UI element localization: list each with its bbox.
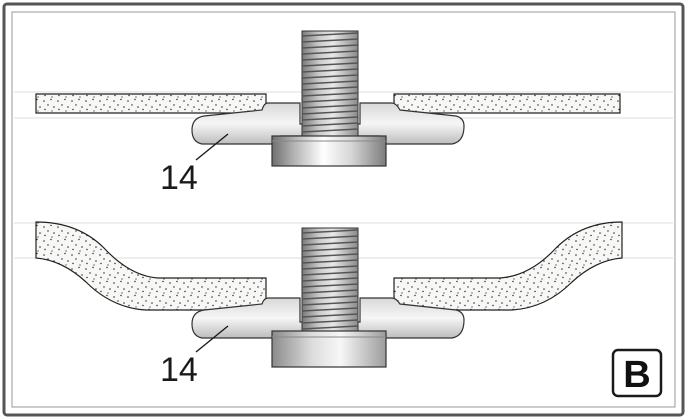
lower-panel-right — [393, 221, 623, 311]
lower-callout-14: 14 — [160, 351, 198, 389]
lower-clip-washer — [191, 297, 465, 339]
figure-badge: B — [611, 348, 663, 398]
upper-bolt-threads — [301, 32, 359, 133]
upper-leader-line — [195, 133, 229, 161]
upper-panel-right — [393, 93, 621, 114]
lower-bolt-head — [271, 330, 387, 368]
upper-callout-14: 14 — [160, 159, 198, 197]
figure-badge-letter: B — [623, 354, 650, 396]
figure-inner-frame — [11, 11, 676, 408]
upper-panel-left — [35, 93, 267, 114]
lower-panel-left — [35, 221, 267, 311]
lower-detail: 14 — [35, 221, 623, 389]
upper-clip-washer — [191, 102, 465, 145]
upper-detail: 14 — [35, 30, 621, 197]
lower-leader-line — [195, 325, 229, 353]
lower-bolt-threads — [301, 229, 359, 330]
